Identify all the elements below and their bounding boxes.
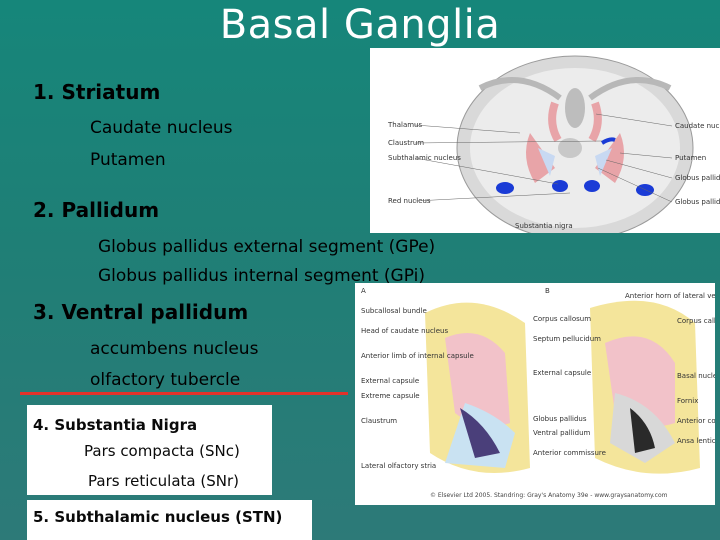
right-nigra <box>636 184 654 196</box>
label-substantia-nigra: Substantia nigra <box>515 222 573 230</box>
label-a-extreme: Extreme capsule <box>361 392 420 400</box>
label-a-olfactory: Lateral olfactory stria <box>361 462 436 470</box>
left-gp <box>538 148 555 176</box>
label-a-corpus: Corpus callosum <box>533 315 591 323</box>
label-b-ansa: Ansa lenticularis <box>677 437 715 445</box>
ventral-item-accumbens: accumbens nucleus <box>90 339 259 359</box>
label-gpe: Globus pallidus (external segment) <box>675 174 720 182</box>
nigra-item-snr: Pars reticulata (SNr) <box>88 472 239 490</box>
left-caudate <box>548 101 562 143</box>
section-ventral-pallidum-heading: 3. Ventral pallidum <box>33 300 249 324</box>
label-a-vp: Ventral pallidum <box>533 429 591 437</box>
section-striatum-heading: 1. Striatum <box>33 80 161 104</box>
label-putamen: Putamen <box>675 154 706 162</box>
ventricle <box>565 88 585 128</box>
panel-a-purple <box>460 408 500 458</box>
label-b-horn: Anterior horn of lateral ventricle <box>625 292 715 300</box>
label-a-gp: Globus pallidus <box>533 415 587 423</box>
cortex-folds <box>478 77 672 101</box>
thalamus <box>558 138 582 158</box>
claustrum-mark <box>600 137 616 145</box>
panel-a-label: A <box>361 287 366 295</box>
label-a-internal-capsule: Anterior limb of internal capsule <box>361 352 474 360</box>
label-b-corpus: Corpus callosum <box>677 317 715 325</box>
right-caudate <box>588 101 602 143</box>
label-red-nucleus: Red nucleus <box>388 197 431 205</box>
label-thalamus: Thalamus <box>387 121 422 129</box>
pallidum-item-gpi: Globus pallidus internal segment (GPi) <box>98 266 425 286</box>
substantia-nigra-box <box>27 405 272 495</box>
label-b-basal: Basal nuclei <box>677 372 715 380</box>
pallidum-item-gpe: Globus pallidus external segment (GPe) <box>98 237 436 257</box>
section-substantia-nigra-heading: 4. Substantia Nigra <box>33 416 198 434</box>
stn-box <box>27 500 312 540</box>
ventral-item-olfactory: olfactory tubercle <box>90 370 241 390</box>
left-nigra <box>496 182 514 194</box>
left-stn <box>552 180 568 192</box>
striatum-item-caudate: Caudate nucleus <box>90 118 233 138</box>
section-pallidum-heading: 2. Pallidum <box>33 198 160 222</box>
label-a-ext-capsule: External capsule <box>533 369 591 377</box>
panel-a-pink <box>445 333 510 427</box>
leader-lines <box>414 113 673 203</box>
coronal-section-figure: Thalamus Claustrum Subthalamic nucleus R… <box>370 48 720 233</box>
label-b-ac: Anterior commissure <box>677 417 715 425</box>
section-stn-heading: 5. Subthalamic nucleus (STN) <box>33 508 283 526</box>
nigra-item-snc: Pars compacta (SNc) <box>84 442 240 460</box>
striatum-item-putamen: Putamen <box>90 150 166 170</box>
label-a-subcallosal: Subcallosal bundle <box>361 307 427 315</box>
divider-rule <box>20 392 348 395</box>
panel-b-label: B <box>545 287 550 295</box>
label-a-claustrum: Claustrum <box>361 417 397 425</box>
label-caudate: Caudate nucleus <box>675 122 720 130</box>
label-claustrum: Claustrum <box>388 139 424 147</box>
label-b-fornix: Fornix <box>677 397 698 405</box>
label-a-external: External capsule <box>361 377 419 385</box>
label-a-septum: Septum pellucidum <box>533 335 601 343</box>
slide-title: Basal Ganglia <box>219 2 501 48</box>
grays-anatomy-figure: A B Subcallosal bundle Head of caudate n… <box>355 283 715 505</box>
figure-copyright: © Elsevier Ltd 2005. Standring: Gray's A… <box>430 492 668 499</box>
label-a-ac: Anterior commissure <box>533 449 606 457</box>
label-a-caudate: Head of caudate nucleus <box>361 327 448 335</box>
right-gp <box>595 148 612 176</box>
label-gpi: Globus pallidus (internal segment) <box>675 198 720 206</box>
panel-b-dark <box>630 408 655 453</box>
label-stn: Subthalamic nucleus <box>388 154 461 162</box>
right-stn <box>584 180 600 192</box>
